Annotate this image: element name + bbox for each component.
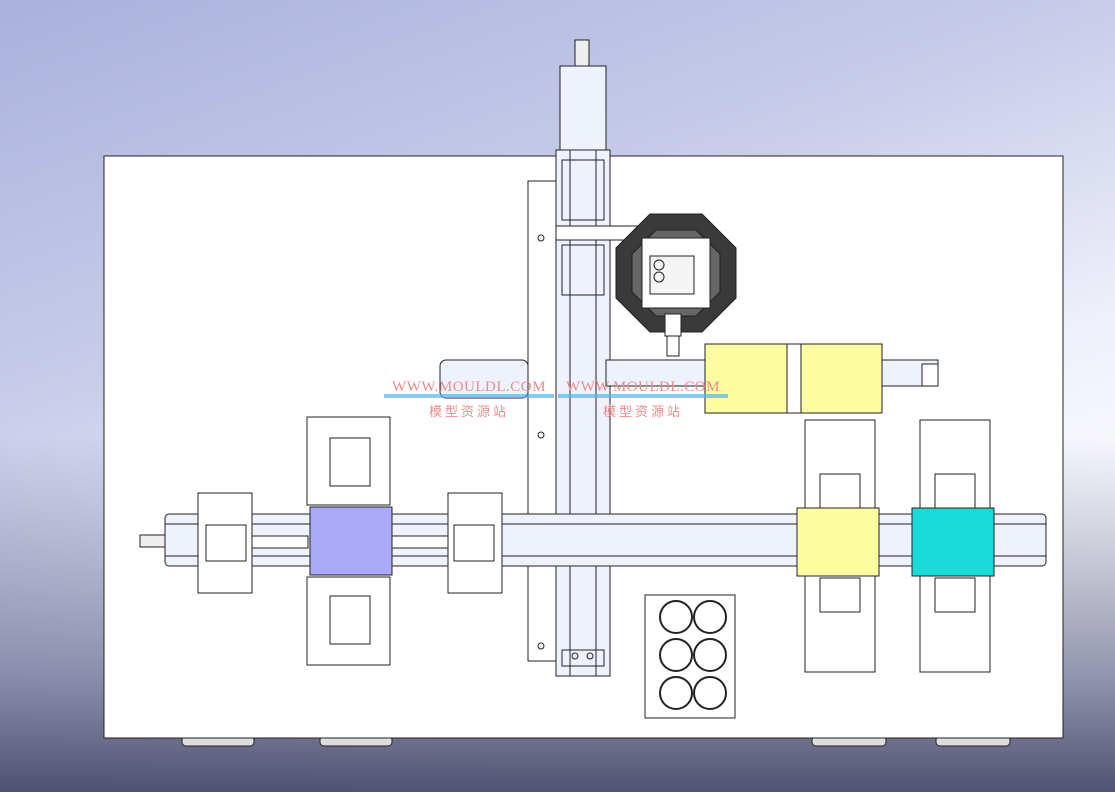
watermark-1: WWW.MOULDL.COM 模型资源站 — [384, 380, 554, 420]
yellow-carriage-3 — [796, 507, 880, 577]
upper-horizontal-axis — [439, 343, 939, 414]
watermark-url: WWW.MOULDL.COM — [384, 380, 554, 398]
watermark-url: WWW.MOULDL.COM — [558, 380, 728, 398]
watermark-2: WWW.MOULDL.COM 模型资源站 — [558, 380, 728, 420]
cyan-carriage — [911, 507, 995, 577]
yellow-carriage-2 — [800, 343, 883, 414]
watermark-cn: 模型资源站 — [428, 405, 509, 420]
six-hole-tray — [644, 594, 736, 719]
right-station-cyan — [911, 419, 995, 673]
vertical-axis — [527, 39, 711, 677]
right-station-yellow — [796, 419, 880, 673]
left-station — [197, 416, 503, 666]
purple-carriage — [309, 506, 393, 576]
rotary-octagon — [615, 213, 737, 357]
watermark-cn: 模型资源站 — [602, 405, 683, 420]
